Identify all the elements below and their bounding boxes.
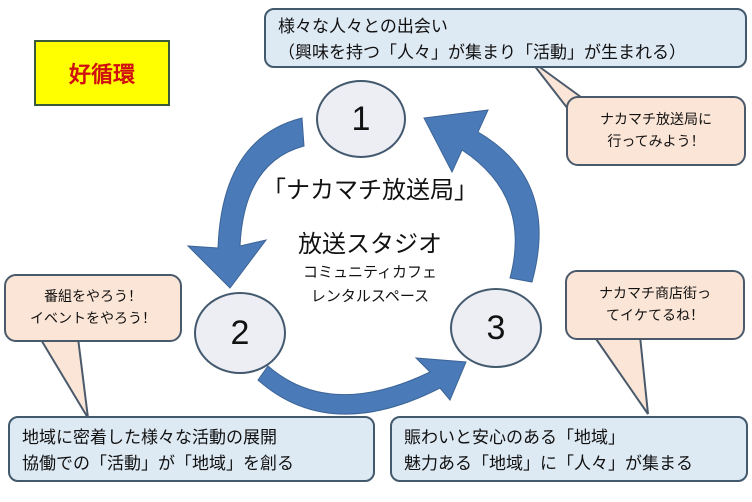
info-line: 協働での「活動」が「地域」を創る [22, 454, 294, 474]
center-name: 「ナカマチ放送局」 [262, 176, 478, 204]
cycle-arrow-3-to-1 [423, 109, 540, 283]
speech-bubble-step-2: 番組をやろう！ イベントをやろう！ [4, 274, 182, 342]
speech-line: ナカマチ商店街っ [599, 286, 711, 302]
step-circle-1: 1 [316, 80, 406, 158]
info-box-step-2: 地域に密着した様々な活動の展開 協働での「活動」が「地域」を創る [8, 416, 375, 482]
step-circle-3: 3 [450, 288, 542, 368]
step-number: 1 [351, 99, 371, 138]
facility-line: コミュニティカフェ [302, 263, 438, 281]
info-line: 賑わいと安心のある「地域」 [404, 428, 625, 448]
title-text: 好循環 [68, 63, 135, 88]
speech-tail-3 [592, 335, 649, 415]
info-line: （興味を持つ「人々」が集まり「活動」が生まれる） [278, 43, 686, 63]
speech-bubble-step-3: ナカマチ商店街っ てイケてるね！ [565, 270, 745, 340]
info-line: 様々な人々との出会い [278, 17, 448, 37]
info-box-step-1: 様々な人々との出会い （興味を持つ「人々」が集まり「活動」が生まれる） [264, 8, 747, 68]
speech-line: 番組をやろう！ [44, 289, 142, 305]
center-subtitle: 放送スタジオ [298, 230, 442, 258]
speech-line: ナカマチ放送局に [600, 112, 712, 128]
center-facilities: コミュニティカフェ レンタルスペース [230, 260, 510, 308]
step-circle-2: 2 [194, 292, 286, 374]
speech-line: てイケてるね！ [606, 308, 704, 324]
speech-tail-2 [38, 337, 89, 419]
info-line: 魅力ある「地域」に「人々」が集まる [404, 454, 693, 474]
speech-bubble-step-1: ナカマチ放送局に 行ってみよう！ [566, 96, 746, 166]
speech-line: イベントをやろう！ [30, 311, 156, 327]
cycle-arrow-1-to-2 [186, 117, 305, 289]
info-box-step-3: 賑わいと安心のある「地域」 魅力ある「地域」に「人々」が集まる [390, 416, 748, 482]
facility-line: レンタルスペース [310, 287, 430, 305]
speech-line: 行ってみよう！ [607, 134, 705, 150]
info-line: 地域に密着した様々な活動の展開 [22, 428, 277, 448]
step-number: 3 [486, 308, 506, 347]
title-badge: 好循環 [34, 40, 170, 106]
cycle-arrow-2-to-3 [257, 357, 467, 415]
step-number: 2 [230, 313, 250, 352]
